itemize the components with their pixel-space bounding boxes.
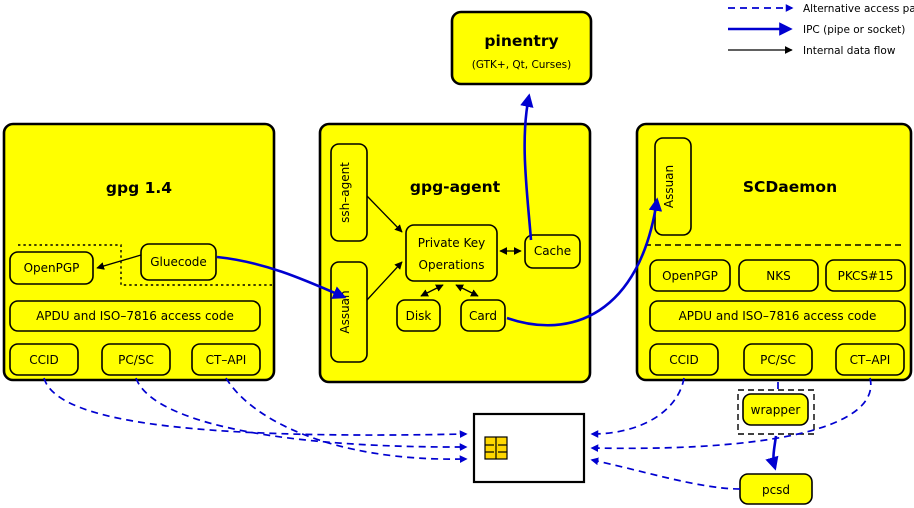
pcsd-label: pcsd (762, 483, 790, 497)
alt-path-gpg-ctapi-to-smartcard (225, 377, 468, 464)
node-scdaemon[interactable]: SCDaemon Assuan OpenPGP NKS PKCS#15 APDU… (635, 122, 913, 382)
private-key-line-2: Operations (419, 258, 485, 272)
cache-label: Cache (534, 244, 571, 258)
scdaemon-ccid-label: CCID (669, 353, 699, 367)
gpg-gluecode-label: Gluecode (150, 255, 207, 269)
scdaemon-app-openpgp[interactable]: OpenPGP (649, 259, 731, 292)
scdaemon-assuan-label: Assuan (662, 165, 676, 208)
scdaemon-ctapi-label: CT–API (850, 353, 891, 367)
alt-path-gpg-ccid-to-smartcard (43, 377, 468, 439)
flow-pko-disk-bidirectional (420, 284, 444, 297)
gpg-openpgp-label: OpenPGP (24, 261, 80, 275)
scdaemon-pcsc-box[interactable] (743, 343, 813, 376)
gpg-driver-ccid[interactable]: CCID (9, 343, 79, 376)
legend-item-ipc: IPC (pipe or socket) (728, 22, 905, 36)
wrapper-box[interactable] (742, 393, 809, 426)
scdaemon-nks-box[interactable] (738, 259, 819, 292)
gpg-apdu[interactable]: APDU and ISO–7816 access code (9, 300, 261, 332)
gpg-agent-title: gpg-agent (410, 178, 501, 196)
scdaemon-title: SCDaemon (743, 178, 837, 196)
scdaemon-pkcs15-label: PKCS#15 (838, 269, 894, 283)
gpg-ctapi-label: CT–API (206, 353, 247, 367)
gpg-openpgp[interactable]: OpenPGP (9, 251, 94, 285)
legend-item-internal-flow: Internal data flow (728, 45, 896, 57)
scdaemon-nks-label: NKS (766, 269, 790, 283)
node-wrapper[interactable]: wrapper (737, 389, 815, 435)
pinentry-title: pinentry (484, 32, 558, 50)
gpg-pcsc-label: PC/SC (118, 353, 154, 367)
alt-path-scdaemon-ctapi-to-smartcard (590, 377, 872, 453)
gpg-gluecode-box[interactable] (140, 243, 217, 281)
gpg-agent-card[interactable]: Card (460, 299, 506, 332)
scdaemon-assuan[interactable]: Assuan (654, 137, 692, 236)
node-pinentry[interactable]: pinentry (GTK+, Qt, Curses) (450, 10, 593, 86)
gpg-agent-disk[interactable]: Disk (396, 299, 441, 332)
gpg-ccid-box[interactable] (9, 343, 79, 376)
legend-item-alt-paths: Alternative access paths (728, 3, 914, 15)
gpg-pcsc-box[interactable] (101, 343, 171, 376)
node-pcsd[interactable]: pcsd (739, 473, 813, 505)
card-label: Card (469, 309, 497, 323)
private-key-line-1: Private Key (418, 236, 485, 250)
gpg-driver-ctapi[interactable]: CT–API (191, 343, 261, 376)
scdaemon-apdu[interactable]: APDU and ISO–7816 access code (649, 300, 906, 332)
alt-path-gpg-pcsc-to-smartcard (135, 377, 468, 451)
alt-path-scdaemon-ccid-to-smartcard (590, 377, 685, 438)
ssh-agent-box[interactable] (330, 143, 368, 242)
gpg-apdu-box[interactable] (9, 300, 261, 332)
disk-label: Disk (406, 309, 432, 323)
legend-label-ipc: IPC (pipe or socket) (803, 24, 905, 36)
scdaemon-apdu-box[interactable] (649, 300, 906, 332)
gpg-title: gpg 1.4 (106, 179, 172, 197)
gpg-gluecode[interactable]: Gluecode (140, 243, 217, 281)
gpg-agent-assuan-label: Assuan (338, 290, 352, 333)
gpg-ccid-label: CCID (29, 353, 59, 367)
node-gpg-agent[interactable]: gpg-agent ssh–agent Assuan Private Key O… (318, 122, 592, 384)
alt-path-pcsd-to-smartcard (590, 457, 741, 490)
legend-label-internal-flow: Internal data flow (803, 45, 896, 57)
flow-assuan-to-pko (366, 261, 403, 301)
scdaemon-app-pkcs15[interactable]: PKCS#15 (825, 259, 906, 292)
scdaemon-openpgp-box[interactable] (649, 259, 731, 292)
ipc-wrapper-to-pcsd (765, 435, 779, 471)
node-gpg-1-4[interactable]: gpg 1.4 OpenPGP Gluecode APDU and ISO–78… (2, 122, 276, 382)
scdaemon-pcsc-label: PC/SC (760, 353, 796, 367)
flow-ssh-agent-to-pko (366, 195, 403, 233)
gpg-ctapi-box[interactable] (191, 343, 261, 376)
scdaemon-apdu-label: APDU and ISO–7816 access code (679, 309, 877, 323)
scdaemon-driver-pcsc[interactable]: PC/SC (743, 343, 813, 376)
legend: Alternative access paths IPC (pipe or so… (728, 3, 914, 57)
smartcard-chip-icon (484, 436, 508, 460)
ipc-gpg-to-gpg-agent (216, 255, 347, 299)
scdaemon-assuan-box[interactable] (654, 137, 692, 236)
scdaemon-ccid-box[interactable] (649, 343, 719, 376)
scdaemon-driver-ccid[interactable]: CCID (649, 343, 719, 376)
scdaemon-openpgp-label: OpenPGP (662, 269, 718, 283)
flow-pko-card-bidirectional (455, 284, 479, 297)
scdaemon-ctapi-box[interactable] (835, 343, 905, 376)
gpg-agent-assuan[interactable]: Assuan (330, 261, 368, 363)
flow-gluecode-to-openpgp (96, 254, 142, 270)
gpg-driver-pcsc[interactable]: PC/SC (101, 343, 171, 376)
ipc-gpg-agent-to-scdaemon (506, 197, 663, 327)
legend-label-alt-paths: Alternative access paths (803, 3, 914, 15)
cache-box[interactable] (524, 234, 581, 269)
gpg-agent-ssh-agent[interactable]: ssh–agent (330, 143, 368, 242)
gpg-agent-cache[interactable]: Cache (524, 234, 581, 269)
node-smartcard[interactable] (472, 412, 586, 484)
gpg-openpgp-box[interactable] (9, 251, 94, 285)
gpg-agent-private-key-operations[interactable]: Private Key Operations (405, 224, 498, 282)
private-key-operations-box[interactable] (405, 224, 498, 282)
card-box[interactable] (460, 299, 506, 332)
ipc-gpg-agent-to-pinentry (520, 93, 534, 241)
disk-box[interactable] (396, 299, 441, 332)
ssh-agent-label: ssh–agent (338, 162, 352, 223)
scdaemon-app-nks[interactable]: NKS (738, 259, 819, 292)
wrapper-label: wrapper (751, 403, 801, 417)
scdaemon-driver-ctapi[interactable]: CT–API (835, 343, 905, 376)
pinentry-subtitle: (GTK+, Qt, Curses) (472, 59, 572, 71)
gpg-apdu-label: APDU and ISO–7816 access code (36, 309, 234, 323)
pinentry-box[interactable] (450, 10, 593, 86)
scdaemon-pkcs15-box[interactable] (825, 259, 906, 292)
